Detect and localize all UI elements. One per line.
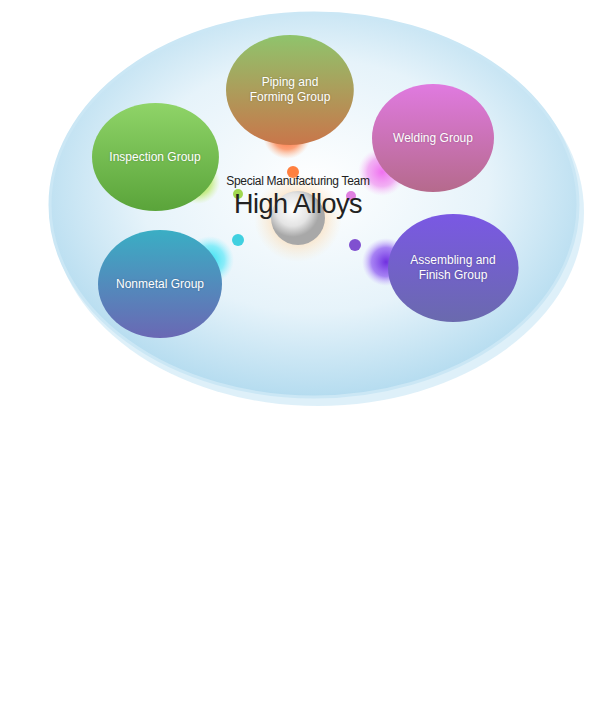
group-label: Piping and Forming Group	[240, 75, 340, 105]
group-label: Nonmetal Group	[116, 277, 204, 292]
group-circle: Nonmetal Group	[98, 230, 222, 338]
group-circle: Inspection Group	[92, 103, 219, 211]
group-circle: Welding Group	[372, 84, 494, 192]
team-name: High Alloys	[234, 188, 362, 220]
group-circle: Assembling and Finish Group	[388, 214, 519, 322]
group-label: Inspection Group	[109, 150, 200, 165]
center-node: Special Manufacturing TeamHigh Alloys	[196, 166, 400, 242]
team-label: Special Manufacturing Team	[226, 174, 369, 188]
group-label: Assembling and Finish Group	[402, 253, 505, 283]
group-label: Welding Group	[393, 131, 473, 146]
group-circle: Piping and Forming Group	[226, 35, 354, 145]
